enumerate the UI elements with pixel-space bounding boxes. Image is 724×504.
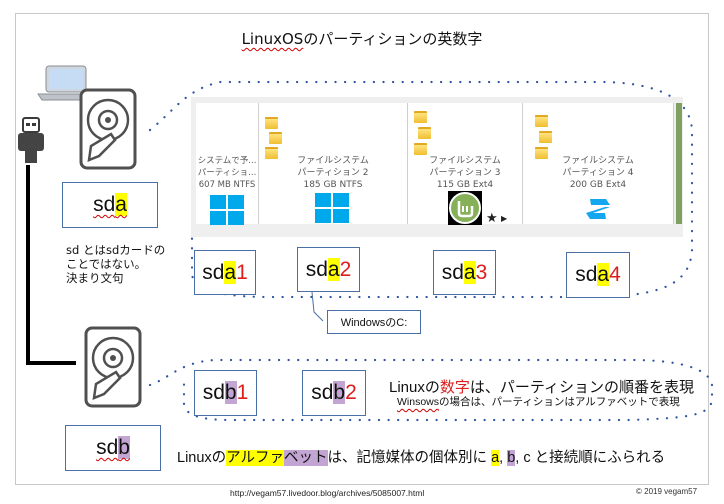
hard-disk-b-icon	[84, 326, 142, 408]
partition-panel: システムで予...パーティショ...607 MB NTFS ファイルシステムパー…	[191, 97, 683, 237]
page-title: LinuxOSのパーティションの英数字	[241, 30, 483, 48]
callout-pointer	[311, 291, 324, 322]
sda-label: sda	[93, 193, 127, 216]
sd-note: sd とはsdカードの ことではない。 決まり文句	[66, 243, 166, 285]
sdb-label-box: sdb	[65, 425, 161, 471]
cable-horizontal	[26, 361, 76, 365]
number-note: Linuxの数字は、パーティションの順番を表現	[389, 379, 694, 396]
sda3-box: sda3	[433, 250, 496, 295]
footer-url[interactable]: http://vegam57.livedoor.blog/archives/50…	[230, 488, 425, 498]
zorin-logo-icon	[586, 199, 610, 219]
star-icon[interactable]: ★	[486, 211, 498, 226]
folder-icon	[535, 147, 548, 159]
partition-column-1[interactable]: システムで予...パーティショ...607 MB NTFS	[196, 103, 259, 225]
cable-vertical	[26, 165, 30, 365]
folder-icon	[539, 131, 552, 143]
folder-icon	[265, 147, 278, 159]
folder-icon	[418, 127, 431, 139]
sda-label-box: sda	[62, 182, 158, 228]
windows-note: Winsowsの場合は、パーティションはアルファベットで表現	[397, 396, 680, 408]
windows-logo-icon	[315, 193, 349, 223]
folder-icon	[414, 111, 427, 123]
sda-dotted-group	[148, 80, 694, 299]
linux-mint-logo-icon	[448, 191, 482, 225]
alphabet-note: Linuxのアルファベットは、記憶媒体の個体別に a, b, c と接続順にふら…	[177, 450, 666, 466]
play-arrow-icon[interactable]: ▶	[501, 214, 508, 223]
sdb2-box: sdb2	[302, 370, 366, 416]
sdb-label: sdb	[96, 436, 130, 459]
footer-copyright: © 2019 vegam57	[636, 487, 698, 496]
diagram-frame	[15, 13, 709, 485]
sda2-box: sda2	[297, 247, 360, 292]
hard-disk-a-icon	[79, 88, 137, 170]
sda4-box: sda4	[566, 252, 630, 298]
sda1-box: sda1	[194, 250, 256, 295]
folder-icon	[414, 143, 427, 155]
usb-plug-icon	[18, 117, 44, 163]
folder-icon	[269, 132, 282, 144]
sdb1-box: sdb1	[194, 370, 257, 416]
panel-scroll-edge[interactable]	[676, 103, 682, 224]
windows-c-callout: WindowsのC:	[327, 310, 421, 334]
folder-icon	[265, 117, 278, 129]
folder-icon	[535, 115, 548, 127]
windows-logo-icon	[210, 195, 244, 225]
